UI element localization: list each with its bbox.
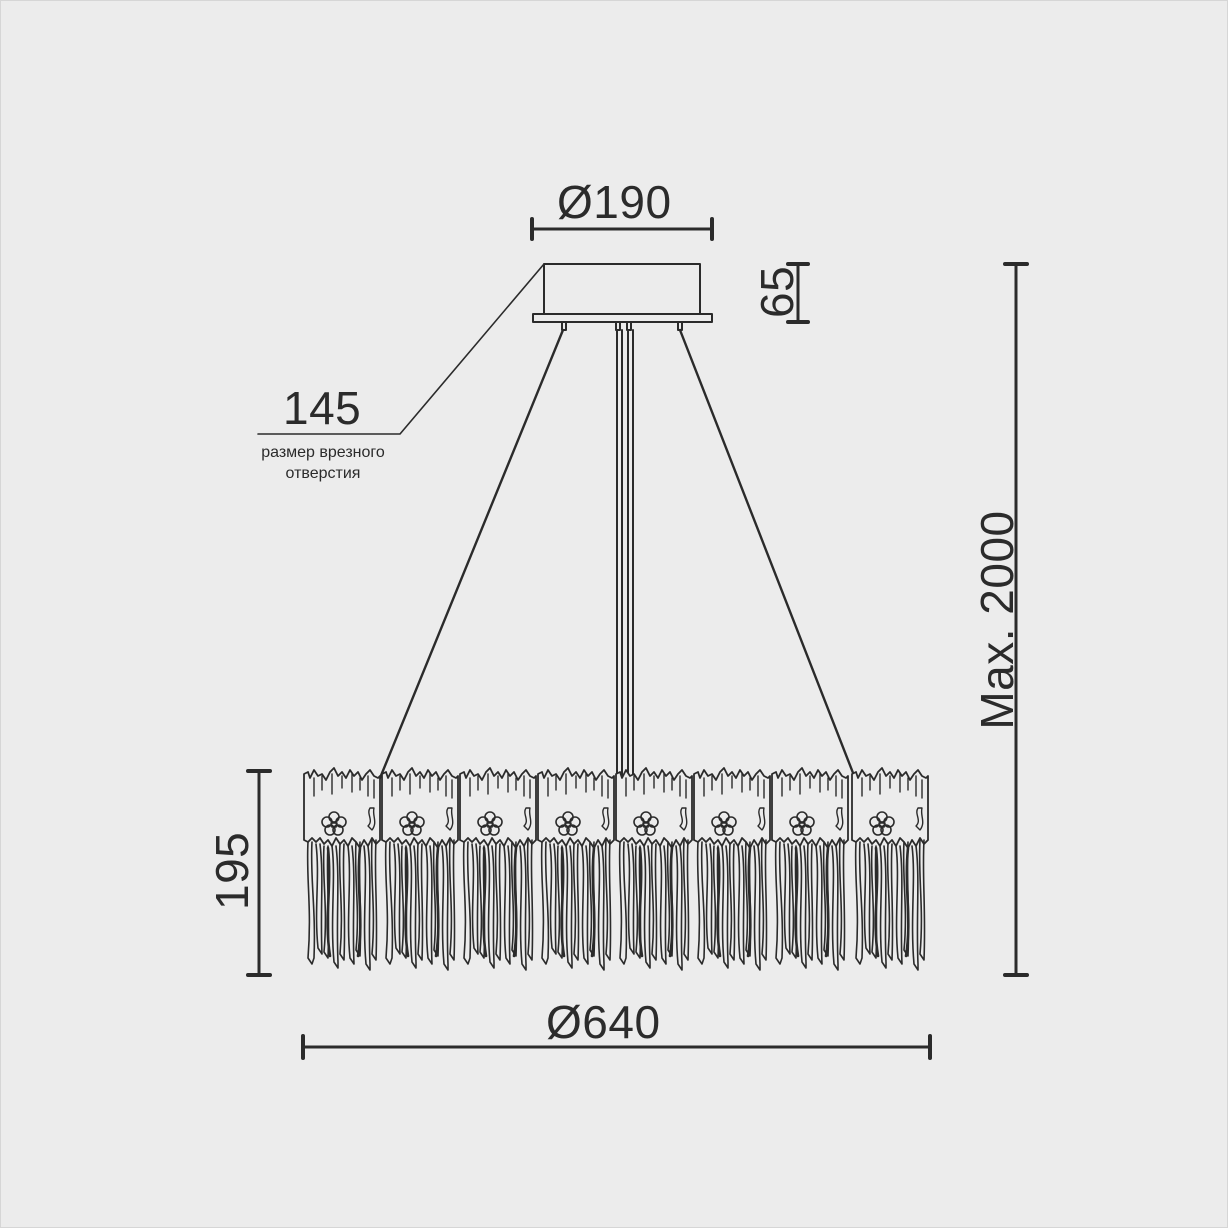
- shade-height-label: 195: [206, 831, 258, 910]
- suspension: [378, 328, 857, 791]
- shade-panel: [850, 766, 930, 972]
- shade-panel: [302, 766, 382, 972]
- canopy-height-label: 65: [751, 265, 803, 318]
- cutout-note-line-2: отверстия: [285, 464, 361, 482]
- shade-panel: [770, 766, 850, 972]
- canopy: [532, 263, 713, 331]
- max-height-dimension: [1003, 262, 1029, 977]
- shade-panel: [614, 766, 694, 972]
- cutout-leader-line: [257, 263, 545, 435]
- right-cable: [678, 328, 857, 780]
- shade-panel: [458, 766, 538, 972]
- cutout-note-line-1: размер врезного: [261, 444, 385, 461]
- cutout-note: размер врезного отверстия: [228, 443, 418, 485]
- shade-panel: [536, 766, 616, 972]
- canopy-diameter-label: Ø190: [557, 176, 672, 228]
- shade: [302, 766, 930, 972]
- shade-panel: [692, 766, 772, 972]
- shade-diameter-label: Ø640: [546, 996, 661, 1048]
- left-cable: [378, 328, 565, 780]
- cutout-size-label: 145: [283, 382, 362, 434]
- canopy-height-dimension: [786, 262, 810, 324]
- shade-panel: [380, 766, 460, 972]
- shade-diameter-dimension: [301, 1034, 932, 1060]
- shade-height-dimension: [246, 769, 272, 977]
- canopy-diameter-dimension: [530, 217, 714, 241]
- max-height-label: Max. 2000: [971, 510, 1023, 730]
